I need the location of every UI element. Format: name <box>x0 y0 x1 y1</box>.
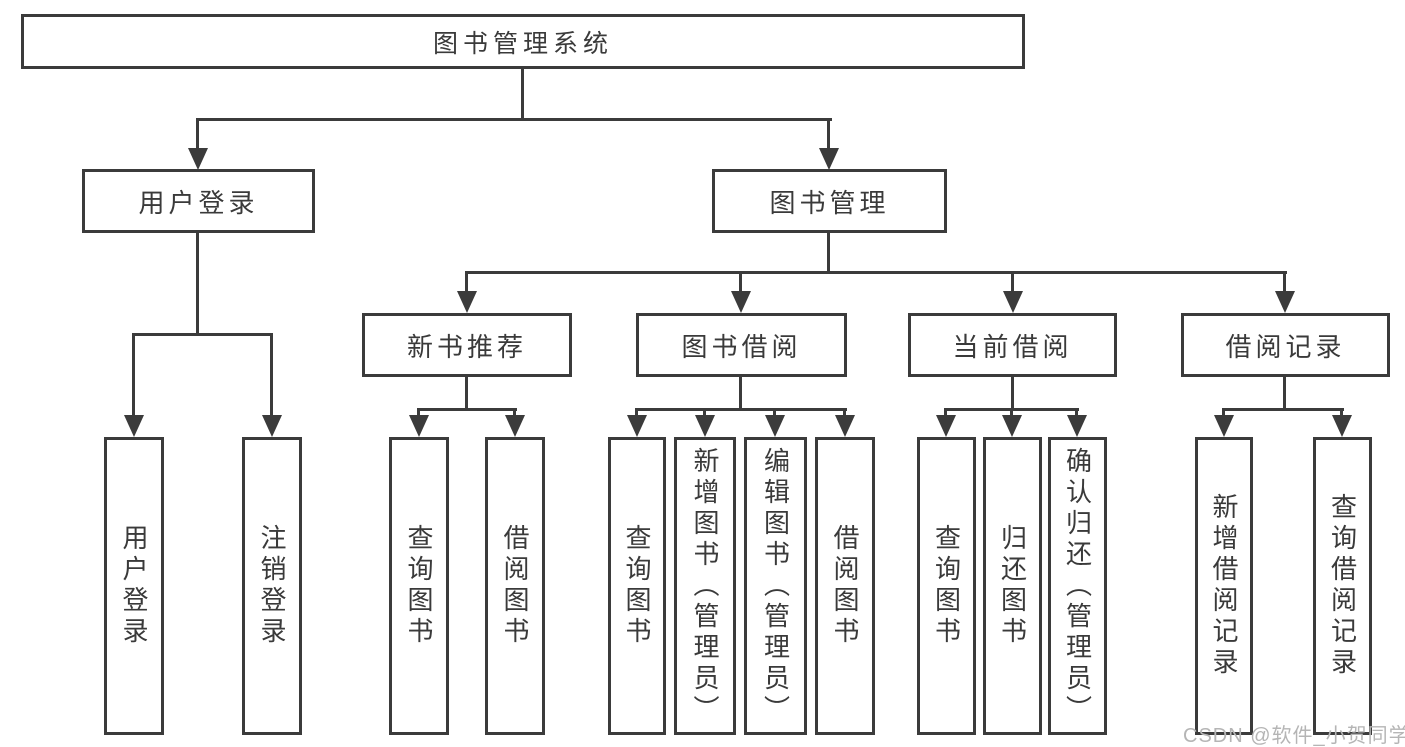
connector-line <box>773 408 776 415</box>
node-label: 图书管理 <box>769 187 890 218</box>
connector-line <box>465 271 468 291</box>
node-leaf-query-borrow-record: 查询借阅记录 <box>1313 437 1372 735</box>
node-label: 新书推荐 <box>406 331 527 362</box>
arrow-down-icon <box>505 415 525 437</box>
node-label: 新增图书（管理员） <box>690 446 720 726</box>
node-label: 归还图书 <box>997 524 1028 648</box>
node-label: 注销登录 <box>257 524 287 648</box>
connector-line <box>1011 377 1014 411</box>
connector-line <box>843 408 846 415</box>
node-label: 查询图书 <box>931 524 962 648</box>
arrow-down-icon <box>1003 291 1023 313</box>
node-user-login: 用户登录 <box>82 169 315 233</box>
arrow-down-icon <box>409 415 429 437</box>
connector-line <box>521 69 524 121</box>
node-leaf-borrow-books-recommend: 借阅图书 <box>485 437 545 735</box>
node-label: 当前借阅 <box>952 331 1073 362</box>
node-label: 查询图书 <box>622 524 652 648</box>
arrow-down-icon <box>188 148 208 170</box>
arrow-down-icon <box>1214 415 1234 437</box>
node-leaf-return-books: 归还图书 <box>983 437 1042 735</box>
arrow-down-icon <box>835 415 855 437</box>
node-label: 借阅图书 <box>830 524 860 648</box>
arrow-down-icon <box>695 415 715 437</box>
node-label: 用户登录 <box>138 187 259 218</box>
node-leaf-query-books-recommend: 查询图书 <box>389 437 449 735</box>
arrow-down-icon <box>457 291 477 313</box>
connector-line <box>196 118 199 148</box>
connector-line <box>132 333 273 336</box>
node-label: 确认归还（管理员） <box>1062 446 1093 726</box>
node-current-borrowing: 当前借阅 <box>908 313 1117 377</box>
connector-line <box>1010 408 1013 415</box>
connector-line <box>635 408 638 415</box>
arrow-down-icon <box>819 148 839 170</box>
node-label: 用户登录 <box>119 524 149 648</box>
connector-line <box>270 333 273 415</box>
node-library-management-system: 图书管理系统 <box>21 14 1025 69</box>
arrow-down-icon <box>1332 415 1352 437</box>
node-leaf-query-books-current: 查询图书 <box>917 437 976 735</box>
arrow-down-icon <box>1275 291 1295 313</box>
connector-line <box>196 118 832 121</box>
connector-line <box>1011 271 1014 291</box>
connector-line <box>1283 377 1286 411</box>
connector-line <box>196 233 199 336</box>
connector-line <box>513 408 516 415</box>
node-leaf-query-books-borrowing: 查询图书 <box>608 437 666 735</box>
connector-line <box>827 233 830 274</box>
node-label: 新增借阅记录 <box>1209 493 1239 679</box>
node-borrowing-records: 借阅记录 <box>1181 313 1390 377</box>
connector-line <box>635 408 847 411</box>
arrow-down-icon <box>731 291 751 313</box>
connector-line <box>1283 271 1286 291</box>
connector-line <box>1075 408 1078 415</box>
node-leaf-confirm-return-admin: 确认归还（管理员） <box>1048 437 1107 735</box>
arrow-down-icon <box>1067 415 1087 437</box>
node-label: 借阅图书 <box>500 524 530 648</box>
node-label: 图书借阅 <box>681 331 802 362</box>
node-new-book-recommendation: 新书推荐 <box>362 313 572 377</box>
node-leaf-add-books-admin: 新增图书（管理员） <box>674 437 736 735</box>
node-leaf-user-login: 用户登录 <box>104 437 164 735</box>
connector-line <box>944 408 947 415</box>
arrow-down-icon <box>1002 415 1022 437</box>
arrow-down-icon <box>627 415 647 437</box>
arrow-down-icon <box>765 415 785 437</box>
node-book-borrowing: 图书借阅 <box>636 313 847 377</box>
arrow-down-icon <box>936 415 956 437</box>
connector-line <box>417 408 517 411</box>
connector-line <box>739 271 742 291</box>
connector-line <box>827 118 830 148</box>
node-label: 借阅记录 <box>1225 331 1346 362</box>
node-leaf-edit-books-admin: 编辑图书（管理员） <box>744 437 807 735</box>
connector-line <box>1340 408 1343 415</box>
node-label: 图书管理系统 <box>432 29 613 58</box>
connector-line <box>417 408 420 415</box>
connector-line <box>1222 408 1225 415</box>
node-label: 查询图书 <box>404 524 434 648</box>
node-label: 编辑图书（管理员） <box>760 446 791 726</box>
connector-line <box>1222 408 1344 411</box>
csdn-watermark: CSDN @软件_小贺同学 <box>1183 725 1405 747</box>
connector-line <box>703 408 706 415</box>
node-label: 查询借阅记录 <box>1327 493 1358 679</box>
node-leaf-logout: 注销登录 <box>242 437 302 735</box>
node-book-management: 图书管理 <box>712 169 947 233</box>
arrow-down-icon <box>262 415 282 437</box>
connector-line <box>465 271 1287 274</box>
connector-line <box>465 377 468 411</box>
node-leaf-add-borrow-record: 新增借阅记录 <box>1195 437 1253 735</box>
connector-line <box>132 333 135 415</box>
node-leaf-borrow-books: 借阅图书 <box>815 437 875 735</box>
arrow-down-icon <box>124 415 144 437</box>
connector-line <box>739 377 742 411</box>
